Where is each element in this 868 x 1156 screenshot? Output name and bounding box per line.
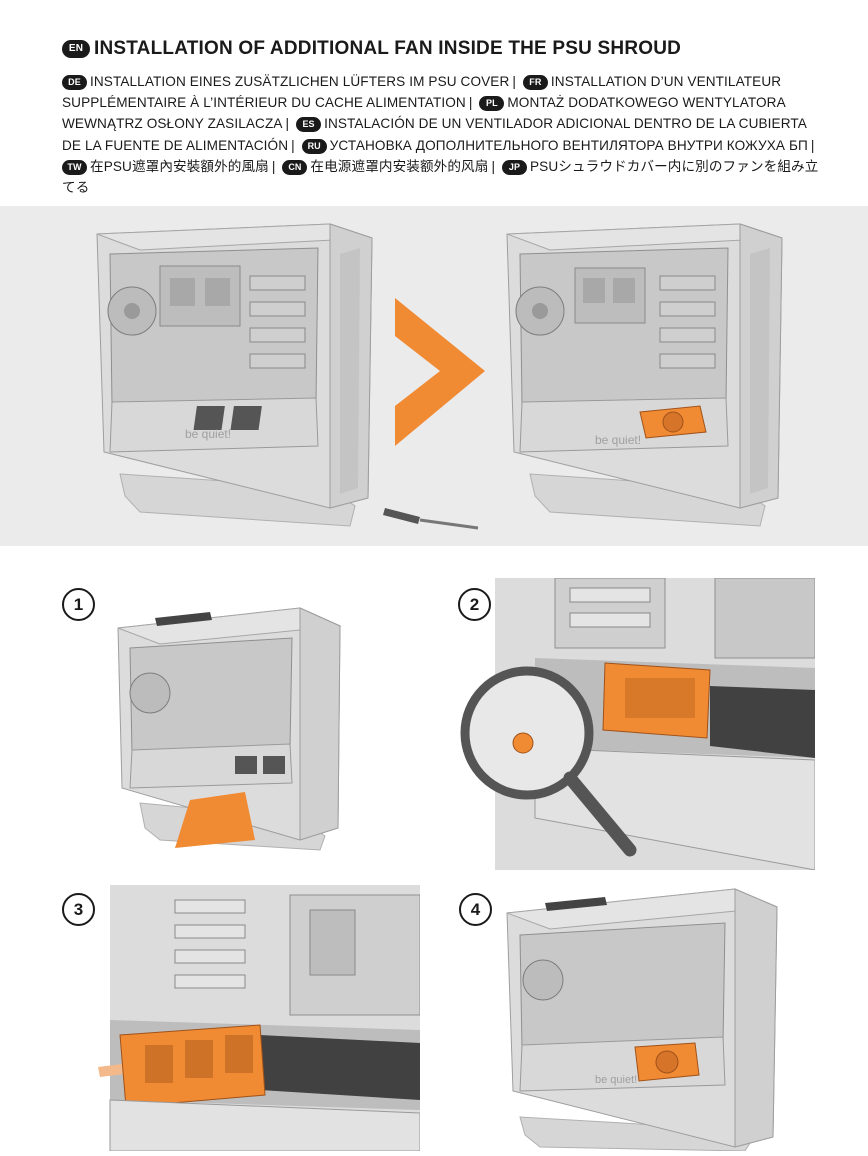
- language-badge-jp: JP: [501, 159, 527, 175]
- case-after-image: be quiet!: [506, 223, 783, 527]
- title-line: EN INSTALLATION OF ADDITIONAL FAN INSIDE…: [62, 38, 822, 60]
- step-3-illustration: [98, 885, 421, 1152]
- shroud-cover-panel: [175, 792, 255, 848]
- step-number-3: 3: [62, 893, 95, 926]
- step-number-2: 2: [458, 588, 491, 621]
- language-badge-pl: PL: [479, 96, 505, 112]
- language-badge-es: ES: [296, 117, 322, 133]
- overview-illustration: be quiet!: [0, 206, 868, 546]
- hdd-cage-highlight: [602, 662, 711, 739]
- brand-logo-left: be quiet!: [185, 427, 231, 441]
- screwdriver-icon: [383, 508, 479, 530]
- step-1-illustration: [117, 607, 342, 851]
- page-title: INSTALLATION OF ADDITIONAL FAN INSIDE TH…: [94, 38, 682, 59]
- case-before-image: be quiet!: [96, 223, 373, 527]
- step-number-1: 1: [62, 588, 95, 621]
- brand-logo-right: be quiet!: [595, 433, 641, 447]
- step-number-4: 4: [459, 893, 492, 926]
- fan-installed-icon: [634, 1042, 700, 1082]
- brand-logo-step4: be quiet!: [595, 1074, 637, 1086]
- step-4-panel: be quiet! 4: [455, 885, 815, 1152]
- screw-icon: [512, 732, 534, 754]
- translation-ru: УСТАНОВКА ДОПОЛНИТЕЛЬНОГО ВЕНТИЛЯТОРА ВН…: [329, 137, 808, 153]
- translation-tw: 在PSU遮罩內安裝額外的風扇: [90, 158, 269, 174]
- translation-fr: INSTALLATION D’UN VENTILATEUR SUPPLÉMENT…: [62, 74, 782, 111]
- magnifier-icon: [460, 666, 594, 800]
- step-3-panel: 3: [60, 885, 421, 1152]
- translation-es: INSTALACIÓN DE UN VENTILADOR ADICIONAL D…: [62, 116, 807, 153]
- step-4-illustration: be quiet!: [506, 888, 778, 1152]
- instructions-header: EN INSTALLATION OF ADDITIONAL FAN INSIDE…: [62, 38, 822, 198]
- step-2-illustration: [460, 577, 816, 871]
- arrow-icon: [395, 298, 485, 446]
- fan-icon: [639, 405, 707, 439]
- language-badge-tw: TW: [62, 159, 87, 175]
- step-2-panel: 2: [455, 577, 816, 871]
- translation-de: INSTALLATION EINES ZUSÄTZLICHEN LÜFTERS …: [90, 74, 510, 89]
- translation-cn: 在电源遮罩内安装额外的风扇: [310, 158, 489, 174]
- language-badge-ru: RU: [301, 138, 327, 154]
- step-1-panel: 1: [60, 578, 420, 858]
- language-badge-de: DE: [62, 75, 87, 90]
- language-badge-cn: CN: [282, 159, 308, 175]
- translation-jp: PSUシュラウドカバー内に別のファンを組み立てる: [62, 158, 819, 196]
- language-badge-fr: FR: [522, 75, 548, 90]
- overview-svg: be quiet!: [96, 223, 783, 530]
- language-badge-en: EN: [62, 40, 90, 58]
- translation-pl: MONTAŻ DODATKOWEGO WENTYLATORA WEWNĄTRZ …: [62, 95, 786, 132]
